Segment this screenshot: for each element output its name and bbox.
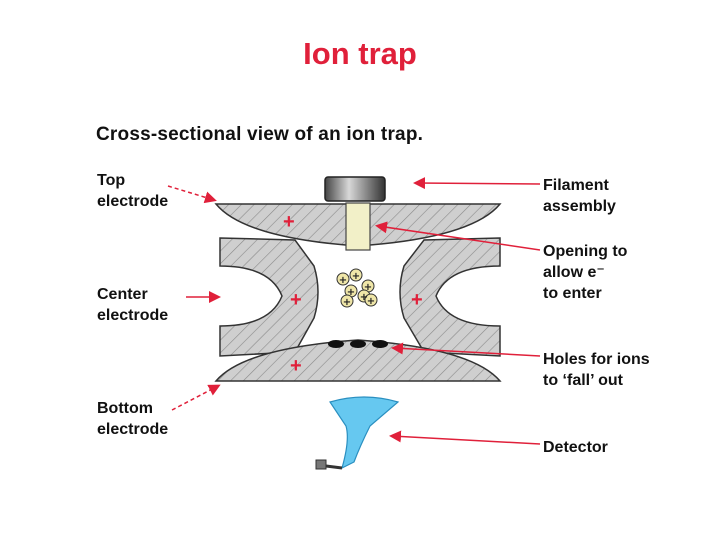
- label-top-electrode: Top electrode: [97, 172, 169, 210]
- svg-text:+: +: [364, 282, 372, 293]
- ion-exit-hole: [328, 340, 344, 348]
- plus-sign-icon: +: [411, 289, 423, 311]
- svg-text:+: +: [347, 287, 355, 298]
- arrow-holes: [391, 342, 541, 357]
- ion-cluster: [336, 268, 378, 308]
- filament-assembly: [324, 176, 386, 202]
- ion-exit-hole: [350, 340, 366, 348]
- svg-text:+: +: [339, 275, 347, 286]
- arrow-detector: [389, 430, 541, 445]
- svg-text:+: +: [360, 292, 368, 303]
- arrow-filament: [413, 177, 541, 190]
- arrow-top-electrode: [167, 185, 217, 204]
- slide-title: Ion trap: [303, 36, 417, 71]
- plus-sign-icon: +: [290, 355, 302, 377]
- center-electrode-left: [219, 237, 319, 357]
- arrow-bottom-electrode: [171, 384, 221, 411]
- label-detector: Detector: [543, 439, 608, 456]
- plus-sign-icon: +: [290, 289, 302, 311]
- svg-text:+: +: [367, 296, 375, 307]
- opening-tube: [345, 202, 371, 251]
- ion-exit-hole: [372, 340, 388, 348]
- arrow-opening: [375, 221, 541, 251]
- label-center-electrode: Center electrode: [97, 286, 169, 324]
- label-bottom-electrode: Bottom electrode: [97, 400, 169, 438]
- diagram-subtitle: Cross-sectional view of an ion trap.: [96, 124, 424, 145]
- center-electrode-right: [399, 237, 501, 357]
- svg-text:+: +: [352, 271, 360, 282]
- label-opening: Opening to allow e⁻ to enter: [543, 243, 628, 302]
- label-filament-assembly: Filament assembly: [543, 177, 616, 215]
- svg-text:+: +: [343, 297, 351, 308]
- label-holes: Holes for ions to ‘fall’ out: [543, 351, 650, 389]
- plus-sign-icon: +: [283, 211, 295, 233]
- detector: [315, 396, 400, 470]
